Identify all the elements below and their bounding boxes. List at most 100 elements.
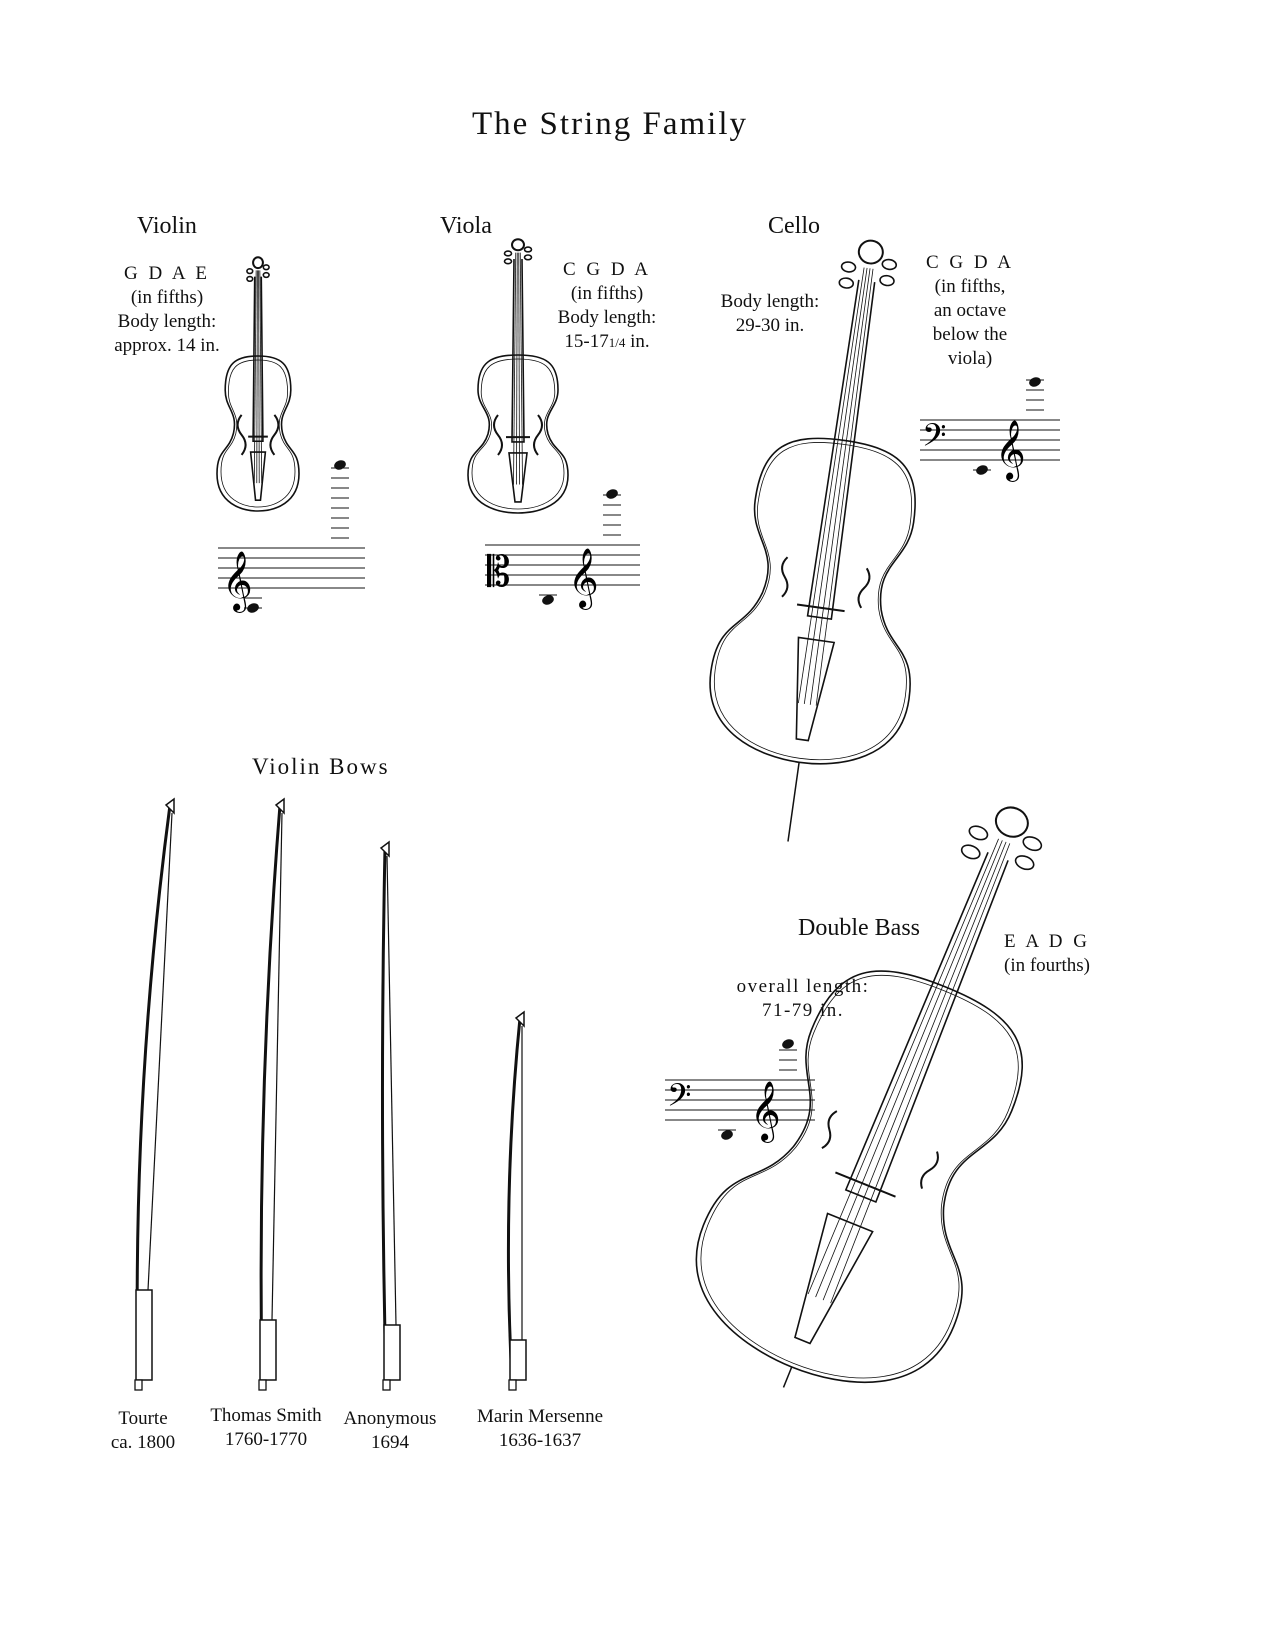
- bow-tip: [514, 1010, 525, 1028]
- cello-label: Cello: [768, 213, 820, 239]
- bow-thomas-smith: [258, 797, 285, 1391]
- scroll: [252, 256, 264, 270]
- cello-body: Body length: 29-30 in.: [721, 290, 820, 338]
- string: [797, 267, 865, 704]
- tuning-peg: [1022, 836, 1043, 852]
- bow-name: Tourte: [118, 1408, 168, 1429]
- bow-anonymous: [379, 840, 401, 1391]
- tuning-peg: [1014, 855, 1035, 871]
- bow-date: 1760-1770: [224, 1429, 308, 1450]
- double-bass-length: overall length: 71-79 in.: [737, 975, 870, 1023]
- double-bass-tuning: E A D G: [1004, 931, 1090, 952]
- bow-frog: [509, 1339, 527, 1381]
- note-head: [782, 1039, 794, 1049]
- string: [513, 252, 517, 485]
- bow-stick: [506, 1017, 522, 1381]
- viola-body-value-unit: in.: [625, 331, 650, 352]
- f-hole: [920, 1151, 939, 1189]
- bow-hair: [147, 812, 173, 1291]
- scroll: [511, 238, 525, 252]
- endpin: [787, 762, 800, 842]
- violin-interval: (in fifths): [130, 287, 204, 308]
- f-hole: [269, 414, 280, 456]
- bow-button: [258, 1379, 267, 1391]
- fingerboard: [511, 258, 525, 443]
- treble-clef: 𝄞: [750, 1081, 781, 1143]
- string: [815, 268, 874, 706]
- tuning-peg: [838, 277, 855, 289]
- tuning-peg: [523, 246, 533, 253]
- bridge: [835, 1171, 896, 1198]
- tailpiece: [508, 452, 528, 503]
- treble-clef: 𝄞: [222, 551, 253, 613]
- bow-tip: [274, 797, 285, 815]
- fingerboard: [844, 851, 1009, 1204]
- bow-date: 1694: [371, 1432, 409, 1453]
- f-hole: [857, 567, 871, 609]
- tuning-peg: [503, 250, 513, 257]
- note-head: [334, 460, 346, 470]
- tuning-peg: [246, 268, 254, 275]
- bow-caption: Thomas Smith 1760-1770: [210, 1404, 321, 1452]
- cello-tuning: C G D A: [925, 252, 1015, 273]
- tuning-peg: [881, 258, 898, 271]
- viola-tuning: C G D A: [562, 259, 652, 280]
- bow-hair: [271, 812, 283, 1321]
- bow-caption: Anonymous 1694: [344, 1407, 437, 1455]
- bass-clef: 𝄢: [667, 1077, 691, 1121]
- tuning-peg: [840, 261, 857, 273]
- treble-clef: 𝄞: [568, 548, 599, 610]
- bow-button: [382, 1379, 391, 1391]
- string: [803, 267, 868, 704]
- bow-button: [508, 1379, 517, 1391]
- cello-interval-line: an octave: [933, 300, 1007, 321]
- bow-name: Anonymous: [343, 1408, 437, 1429]
- string: [256, 270, 258, 484]
- staff: 𝄢𝄞: [920, 377, 1060, 482]
- cello-body-label: Body length:: [720, 291, 820, 312]
- fingerboard: [252, 276, 264, 443]
- bow-name: Thomas Smith: [210, 1405, 322, 1426]
- viola-info: C G D A (in fifths) Body length: 15-171/…: [558, 258, 657, 355]
- bow-date: 1636-1637: [498, 1430, 582, 1451]
- staff: 𝄞: [218, 460, 365, 613]
- bow-frog: [135, 1289, 153, 1381]
- page-title: The String Family: [472, 106, 748, 142]
- note-head: [606, 489, 618, 499]
- double-bass-length-label: overall length:: [736, 976, 870, 997]
- bow-caption: Marin Mersenne 1636-1637: [477, 1405, 603, 1453]
- bow-name: Marin Mersenne: [476, 1406, 604, 1427]
- fingerboard: [806, 279, 876, 621]
- tuning-peg: [523, 254, 533, 261]
- violin-body-value: approx. 14 in.: [114, 335, 220, 356]
- string: [809, 268, 871, 705]
- double-bass-info: E A D G (in fourths): [1004, 930, 1090, 978]
- bow-button: [134, 1379, 143, 1391]
- violin-label: Violin: [137, 213, 197, 239]
- string: [807, 838, 999, 1295]
- f-hole: [236, 414, 247, 456]
- bridge: [796, 603, 845, 613]
- cello-interval-line: below the: [932, 324, 1008, 345]
- double-bass-interval: (in fourths): [1003, 955, 1091, 976]
- tuning-peg: [262, 264, 270, 271]
- tuning-peg: [246, 275, 254, 283]
- tailpiece: [795, 636, 836, 742]
- violin-drawing: [216, 256, 300, 512]
- bow-stick: [380, 847, 388, 1381]
- endpin: [782, 1366, 793, 1388]
- note-head: [1029, 377, 1041, 387]
- string: [259, 270, 263, 484]
- string: [815, 840, 1003, 1298]
- bow-frog: [383, 1324, 401, 1381]
- string: [258, 270, 260, 484]
- bow-tourte: [134, 797, 175, 1391]
- instrument-purfling: [700, 974, 1019, 1379]
- tuning-peg: [503, 258, 513, 265]
- cello-info: C G D A (in fifths, an octave below the …: [926, 251, 1014, 371]
- bow-tip: [164, 797, 175, 815]
- viola-body-label: Body length:: [557, 307, 657, 328]
- tuning-peg: [960, 844, 981, 860]
- bow-stick: [259, 804, 282, 1381]
